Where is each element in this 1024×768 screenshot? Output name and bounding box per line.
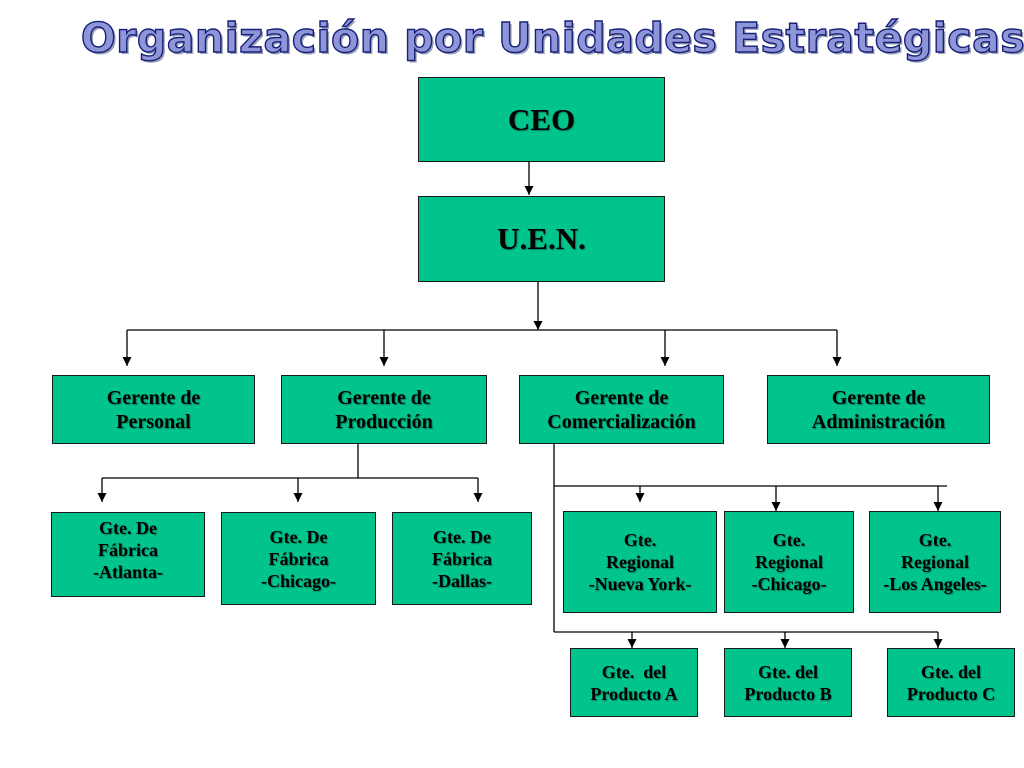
regional-nueva-york-line2: Regional	[605, 552, 674, 572]
product-c-box: Gte. del Producto C	[887, 648, 1015, 717]
factory-atlanta-line3: -Atlanta-	[93, 562, 163, 582]
regional-chicago-line1: Gte.	[772, 530, 806, 550]
regional-nueva-york-line3: -Nueva York-	[588, 574, 692, 594]
product-a-line2: Producto A	[590, 683, 678, 704]
product-a-box: Gte. del Producto A	[570, 648, 698, 717]
manager-produccion-line2: Producción	[335, 410, 433, 433]
manager-personal-box: Gerente de Personal	[52, 375, 255, 444]
regional-chicago-box: Gte. Regional -Chicago-	[724, 511, 854, 613]
manager-administracion-line2: Administración	[811, 410, 946, 433]
regional-los-angeles-line2: Regional	[900, 552, 969, 572]
factory-dallas-line2: Fábrica	[432, 548, 492, 569]
factory-atlanta-box: Gte. De Fábrica -Atlanta-	[51, 512, 205, 597]
factory-chicago-box: Gte. De Fábrica -Chicago-	[221, 512, 376, 605]
product-c-line1: Gte. del	[921, 661, 981, 682]
uen-label: U.E.N.	[497, 221, 586, 256]
regional-los-angeles-box: Gte. Regional -Los Angeles-	[869, 511, 1001, 613]
regional-nueva-york-box: Gte. Regional -Nueva York-	[563, 511, 717, 613]
factory-dallas-line1: Gte. De	[433, 526, 491, 547]
regional-chicago-line3: -Chicago-	[751, 574, 827, 594]
regional-nueva-york-line1: Gte.	[623, 530, 657, 550]
factory-atlanta-line1: Gte. De	[99, 518, 157, 538]
factory-dallas-line3: -Dallas-	[432, 570, 492, 591]
factory-chicago-line3: -Chicago-	[261, 570, 336, 591]
manager-produccion-line1: Gerente de	[337, 386, 431, 409]
product-b-line1: Gte. del	[758, 661, 818, 682]
manager-personal-line1: Gerente de	[106, 386, 201, 409]
manager-produccion-box: Gerente de Producción	[281, 375, 487, 444]
manager-comercializacion-line2: Comercialización	[547, 410, 696, 433]
product-a-line1: Gte. del	[601, 661, 667, 682]
manager-comercializacion-box: Gerente de Comercialización	[519, 375, 724, 444]
ceo-box: CEO	[418, 77, 665, 162]
factory-dallas-box: Gte. De Fábrica -Dallas-	[392, 512, 532, 605]
factory-chicago-line1: Gte. De	[269, 526, 328, 547]
manager-administracion-line1: Gerente de	[831, 386, 926, 409]
product-c-line2: Producto C	[906, 683, 996, 704]
product-b-box: Gte. del Producto B	[724, 648, 852, 717]
manager-comercializacion-line1: Gerente de	[574, 386, 669, 409]
manager-administracion-box: Gerente de Administración	[767, 375, 990, 444]
regional-los-angeles-line3: -Los Angeles-	[883, 574, 987, 594]
manager-personal-line2: Personal	[116, 410, 191, 433]
product-b-line2: Producto B	[744, 683, 832, 704]
regional-chicago-line2: Regional	[754, 552, 823, 572]
ceo-label: CEO	[507, 101, 576, 137]
regional-los-angeles-line1: Gte.	[918, 530, 952, 550]
uen-box: U.E.N.	[418, 196, 665, 282]
factory-atlanta-line2: Fábrica	[98, 540, 158, 560]
factory-chicago-line2: Fábrica	[268, 548, 329, 569]
slide-title: Organización por Unidades Estratégicas	[80, 13, 1024, 62]
